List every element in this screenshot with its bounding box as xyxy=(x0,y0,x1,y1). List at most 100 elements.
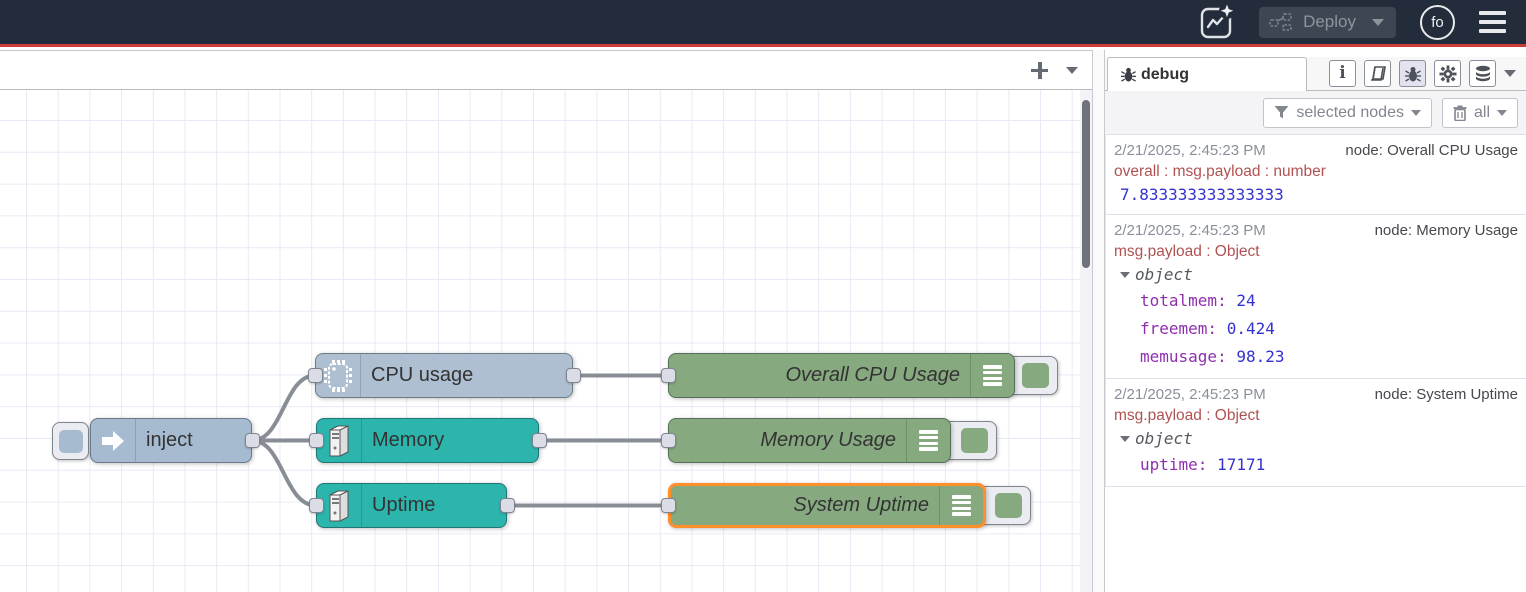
debug-message[interactable]: 2/21/2025, 2:45:23 PM node: System Uptim… xyxy=(1106,379,1526,487)
add-flow-icon[interactable] xyxy=(1031,61,1048,79)
field-key: uptime: xyxy=(1140,455,1208,474)
inject-output-port[interactable] xyxy=(244,433,260,448)
help-tab-button[interactable] xyxy=(1364,60,1391,87)
node-debug-overall-cpu[interactable]: Overall CPU Usage xyxy=(668,353,1015,398)
node-memory[interactable]: Memory xyxy=(316,418,539,463)
collapse-caret-icon xyxy=(1120,435,1130,442)
debug-output-icon xyxy=(906,419,950,462)
node-inject[interactable]: inject xyxy=(90,418,252,463)
object-label: object xyxy=(1135,265,1193,284)
node-debug-memory[interactable]: Memory Usage xyxy=(668,418,951,463)
debug-sidebar: i xyxy=(1105,50,1526,592)
debug-toolbar: selected nodes all xyxy=(1105,91,1526,134)
node-cpu-usage[interactable]: CPU usage xyxy=(315,353,573,398)
trash-icon xyxy=(1453,105,1467,121)
inject-trigger-inner xyxy=(59,430,83,453)
uptime-input-port[interactable] xyxy=(308,498,324,513)
object-expander[interactable]: object xyxy=(1114,426,1518,451)
node-uptime[interactable]: Uptime xyxy=(316,483,507,528)
bug-icon xyxy=(1404,66,1421,82)
debug-message-list: 2/21/2025, 2:45:23 PM node: Overall CPU … xyxy=(1105,134,1526,487)
object-field: freemem: 0.424 xyxy=(1114,315,1518,343)
memory-output-port[interactable] xyxy=(531,433,547,448)
context-data-tab-button[interactable] xyxy=(1469,60,1496,87)
debug-filter-label: selected nodes xyxy=(1296,103,1404,121)
deploy-dropdown-caret-icon[interactable] xyxy=(1372,18,1384,26)
sidebar-tabs-caret-icon[interactable] xyxy=(1504,70,1516,77)
avatar-initials: fo xyxy=(1431,13,1444,31)
config-nodes-tab-button[interactable] xyxy=(1434,60,1461,87)
book-icon xyxy=(1370,66,1386,81)
field-value: 0.424 xyxy=(1226,319,1275,338)
database-icon xyxy=(1475,65,1490,81)
node-debug-uptime[interactable]: System Uptime xyxy=(668,483,986,528)
debug-tab-button[interactable] xyxy=(1399,60,1426,87)
bug-icon xyxy=(1120,67,1137,82)
field-key: totalmem: xyxy=(1140,291,1227,310)
filter-funnel-icon xyxy=(1274,106,1289,119)
debug-memory-input-port[interactable] xyxy=(660,433,676,448)
node-label: Uptime xyxy=(372,494,436,516)
computer-tower-icon xyxy=(317,419,362,462)
clear-caret-icon xyxy=(1497,109,1507,116)
debug-uptime-input-port[interactable] xyxy=(660,498,676,513)
message-value: 7.833333333333333 xyxy=(1120,185,1284,204)
object-field: memusage: 98.23 xyxy=(1114,343,1518,371)
node-label: CPU usage xyxy=(371,364,474,386)
message-timestamp: 2/21/2025, 2:45:23 PM xyxy=(1114,222,1266,239)
debug-message[interactable]: 2/21/2025, 2:45:23 PM node: Overall CPU … xyxy=(1106,134,1526,215)
debug-output-icon xyxy=(939,486,983,525)
tab-debug[interactable]: debug xyxy=(1107,57,1307,91)
flow-assistant-icon[interactable] xyxy=(1197,3,1236,41)
field-key: memusage: xyxy=(1140,347,1227,366)
debug-clear-label: all xyxy=(1473,103,1490,121)
message-property: msg.payload : Object xyxy=(1114,407,1260,424)
node-label: Memory Usage xyxy=(760,429,896,451)
cpu-chip-icon xyxy=(316,354,361,397)
header: Deploy fo xyxy=(0,0,1526,47)
field-key: freemem: xyxy=(1140,319,1218,338)
field-value: 24 xyxy=(1236,291,1256,310)
flow-canvas[interactable]: inject CPU usage xyxy=(0,90,1092,592)
debug-cpu-input-port[interactable] xyxy=(660,368,676,383)
filter-caret-icon xyxy=(1410,109,1421,116)
sidebar-tab-bar: i xyxy=(1105,57,1526,91)
node-label: Memory xyxy=(372,429,445,451)
inject-trigger-button[interactable] xyxy=(52,422,89,460)
node-label: System Uptime xyxy=(793,494,929,516)
main-menu-icon[interactable] xyxy=(1479,11,1506,33)
object-expander[interactable]: object xyxy=(1114,262,1518,287)
debug-output-icon xyxy=(970,354,1014,397)
sidebar-splitter[interactable] xyxy=(1092,50,1105,592)
object-field: totalmem: 24 xyxy=(1114,287,1518,315)
inject-icon xyxy=(91,419,136,462)
flow-list-caret-icon[interactable] xyxy=(1066,66,1078,74)
field-value: 17171 xyxy=(1217,455,1266,474)
node-label: Overall CPU Usage xyxy=(785,364,960,386)
deploy-nodes-icon xyxy=(1269,13,1292,31)
debug-filter-button[interactable]: selected nodes xyxy=(1263,97,1432,128)
cpu-input-port[interactable] xyxy=(307,368,323,383)
message-property: overall : msg.payload : number xyxy=(1114,163,1326,180)
deploy-button-label: Deploy xyxy=(1303,12,1356,31)
message-node-name: node: Memory Usage xyxy=(1374,222,1518,239)
node-label: inject xyxy=(146,429,193,451)
computer-tower-icon xyxy=(317,484,362,527)
debug-clear-button[interactable]: all xyxy=(1441,97,1518,128)
debug-message[interactable]: 2/21/2025, 2:45:23 PM node: Memory Usage… xyxy=(1106,215,1526,379)
uptime-output-port[interactable] xyxy=(499,498,515,513)
collapse-caret-icon xyxy=(1120,271,1130,278)
canvas-scrollbar-thumb[interactable] xyxy=(1082,100,1090,268)
memory-input-port[interactable] xyxy=(308,433,324,448)
tab-debug-label: debug xyxy=(1141,65,1189,83)
message-property: msg.payload : Object xyxy=(1114,243,1260,260)
message-node-name: node: System Uptime xyxy=(1374,386,1518,403)
field-value: 98.23 xyxy=(1236,347,1285,366)
gear-icon xyxy=(1439,65,1456,82)
info-tab-button[interactable]: i xyxy=(1329,60,1356,87)
user-avatar[interactable]: fo xyxy=(1420,4,1455,40)
deploy-button[interactable]: Deploy xyxy=(1259,6,1396,38)
object-label: object xyxy=(1135,429,1193,448)
cpu-output-port[interactable] xyxy=(565,368,581,383)
message-node-name: node: Overall CPU Usage xyxy=(1345,142,1518,159)
